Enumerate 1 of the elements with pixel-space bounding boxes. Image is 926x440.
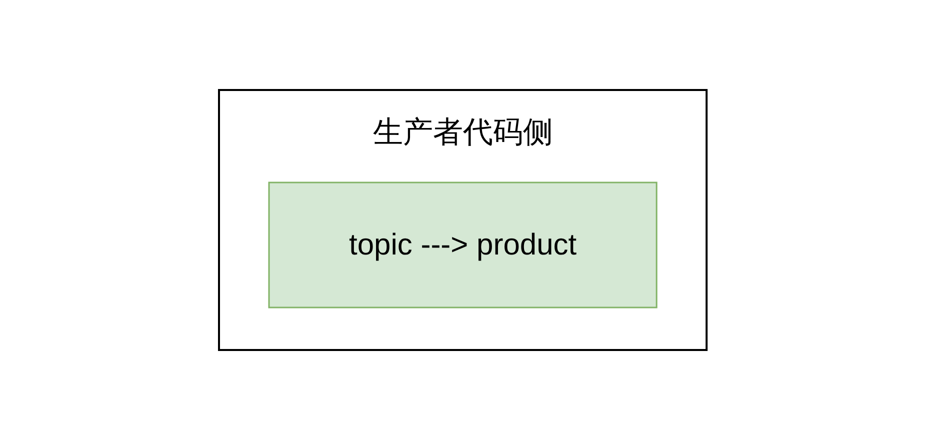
node-box: topic ---> product xyxy=(268,182,658,308)
